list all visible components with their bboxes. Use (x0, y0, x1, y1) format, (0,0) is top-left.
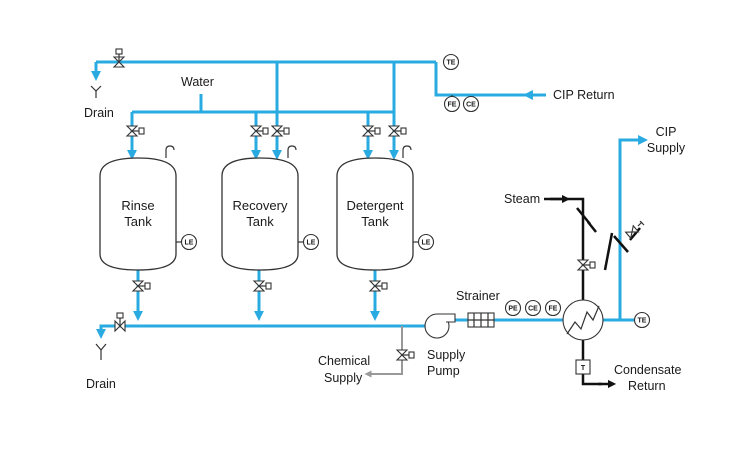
recovery-water-valve (249, 125, 269, 137)
cip-return-label: CIP Return (553, 88, 615, 102)
recovery-outlet-valve (252, 280, 272, 292)
process-piping (91, 60, 648, 339)
fe-supply: FE (549, 306, 558, 313)
rinse-outlet-valve (131, 280, 151, 292)
rinse-tank-label: Rinse (121, 198, 154, 213)
ce-supply: CE (528, 306, 538, 313)
strainer-label: Strainer (456, 289, 500, 303)
detergent-return-valve (387, 125, 407, 137)
chemical-supply-label-2: Supply (324, 371, 363, 385)
instruments: TE FE CE PE CE FE TE (442, 53, 651, 329)
detergent-level-element: LE (422, 240, 431, 247)
rinse-tank: Rinse Tank LE (99, 145, 198, 271)
recovery-tank: Recovery Tank LE (221, 145, 320, 271)
steam-trap: T (575, 359, 591, 375)
steam-label: Steam (504, 192, 540, 206)
steam-trap-label: T (581, 365, 586, 372)
drain-bottom-valve (114, 312, 126, 333)
detergent-tank-label-2: Tank (361, 214, 389, 229)
condensate-return-label-2: Return (628, 379, 666, 393)
detergent-outlet-valve (368, 280, 388, 292)
valves (112, 48, 645, 361)
chemical-supply-label: Chemical (318, 354, 370, 368)
steam-valve (576, 259, 596, 271)
steam-piping (544, 194, 641, 389)
recovery-return-valve (270, 125, 290, 137)
chemical-piping (364, 326, 403, 378)
recovery-tank-label: Recovery (233, 198, 288, 213)
recovery-tank-label-2: Tank (246, 214, 274, 229)
ce-top: CE (466, 102, 476, 109)
te-top: TE (447, 60, 456, 67)
supply-pump-label: Supply (427, 348, 466, 362)
rinse-level-element: LE (185, 240, 194, 247)
condensate-return-label: Condensate (614, 363, 681, 377)
drain-top-valve (112, 48, 126, 68)
recovery-level-element: LE (307, 240, 316, 247)
drain-bottom-symbol (95, 343, 107, 360)
cip-supply-valve (624, 220, 645, 240)
water-label: Water (181, 75, 214, 89)
detergent-tank: Detergent Tank LE (336, 145, 435, 271)
heat-exchanger (562, 299, 604, 341)
supply-pump (424, 313, 456, 339)
drain-top-label: Drain (84, 106, 114, 120)
detergent-tank-label: Detergent (346, 198, 403, 213)
cip-supply-label-2: Supply (647, 141, 686, 155)
supply-pump-label-2: Pump (427, 364, 460, 378)
drain-top-symbol (90, 85, 102, 98)
te-supply: TE (638, 318, 647, 325)
cip-supply-label: CIP (656, 125, 677, 139)
drain-bottom-label: Drain (86, 377, 116, 391)
rinse-tank-label-2: Tank (124, 214, 152, 229)
fe-top: FE (448, 102, 457, 109)
rinse-inlet-valve (125, 125, 145, 137)
chemical-valve (395, 349, 415, 361)
detergent-water-valve (361, 125, 381, 137)
pe-supply: PE (508, 306, 518, 313)
strainer (467, 312, 495, 328)
